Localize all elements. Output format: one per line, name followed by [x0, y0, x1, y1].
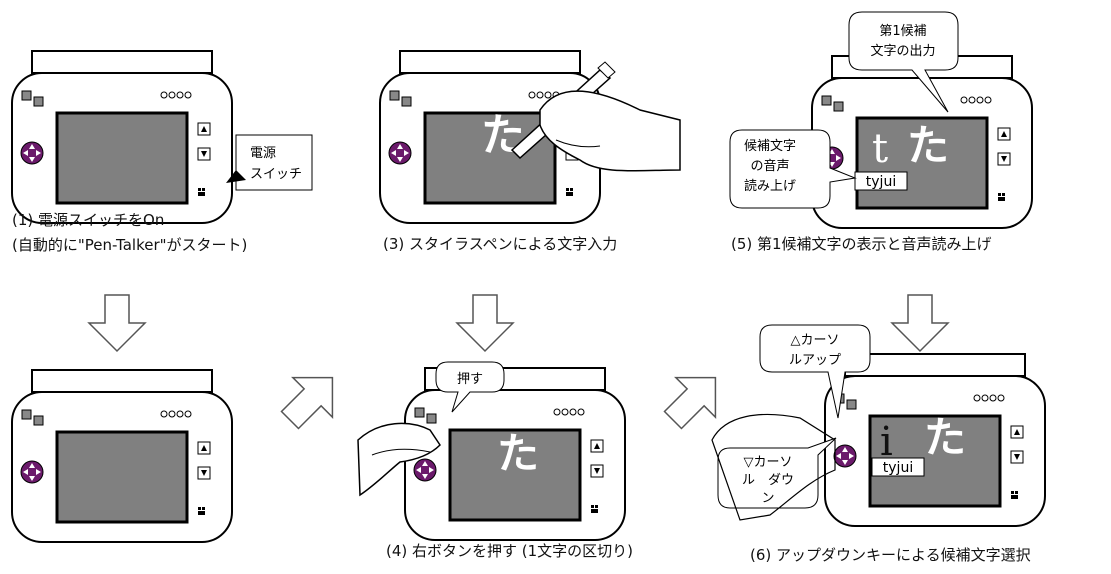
callout-cursor-up: △カーソ ルアップ [759, 324, 871, 419]
callout-press-text: 押す [457, 372, 483, 387]
screen-candidate-string-6: tyjui [883, 460, 913, 476]
callout-up-line2: ルアップ [789, 353, 841, 368]
callout-power-switch: 電源 スイッチ [226, 134, 313, 191]
callout-reading-line1: 候補文字 [744, 139, 796, 154]
caption-step5: (5) 第1候補文字の表示と音声読み上げ [731, 235, 992, 253]
callout-down-line2: ル ダウ [742, 473, 794, 488]
callout-first-candidate: 第1候補 文字の出力 [848, 11, 959, 113]
caption-step4: (4) 右ボタンを押す (1文字の区切り) [386, 542, 634, 560]
callout-down-line1: ▽カーソ [744, 455, 793, 470]
callout-press: 押す [435, 361, 505, 413]
device-step1 [10, 49, 234, 225]
callout-first-line1: 第1候補 [879, 24, 926, 39]
callout-power-line2: スイッチ [250, 167, 302, 182]
arrow-step1-to-2 [88, 294, 146, 352]
stylus-hand [510, 61, 681, 172]
screen-candidate-i: i [880, 419, 893, 465]
caption-step3: (3) スタイラスペンによる文字入力 [383, 235, 618, 253]
screen-handwritten-char-6: た [924, 413, 966, 462]
callout-reading-line2: の音声 [750, 158, 789, 174]
callout-reading-aloud: 候補文字 の音声 読み上げ [729, 129, 857, 209]
arrow-step3-to-4 [456, 294, 514, 352]
screen-candidate-string-5: tyjui [866, 174, 896, 190]
pressing-hand [357, 422, 441, 497]
callout-power-line1: 電源 [250, 146, 276, 161]
callout-cursor-down: ▽カーソ ル ダウ ン [717, 437, 837, 509]
callout-up-line1: △カーソ [791, 333, 840, 348]
device-step2 [10, 368, 234, 544]
caption-step1-line2: (自動的に"Pen-Talker"がスタート) [12, 236, 248, 254]
arrow-step5-to-6 [891, 294, 949, 352]
screen-candidate-t: t [872, 126, 888, 172]
callout-down-line3: ン [761, 491, 774, 506]
screen-handwritten-char-5: た [907, 121, 949, 170]
callout-first-line2: 文字の出力 [870, 44, 935, 59]
caption-step1-line1: (1) 電源スイッチをOn [12, 211, 165, 229]
screen-handwritten-char-4: た [497, 429, 539, 478]
arrow-step2-to-3 [269, 357, 353, 441]
caption-step6: (6) アップダウンキーによる候補文字選択 [750, 546, 1031, 564]
callout-reading-line3: 読み上げ [744, 178, 796, 194]
cursor-hand [711, 413, 836, 521]
